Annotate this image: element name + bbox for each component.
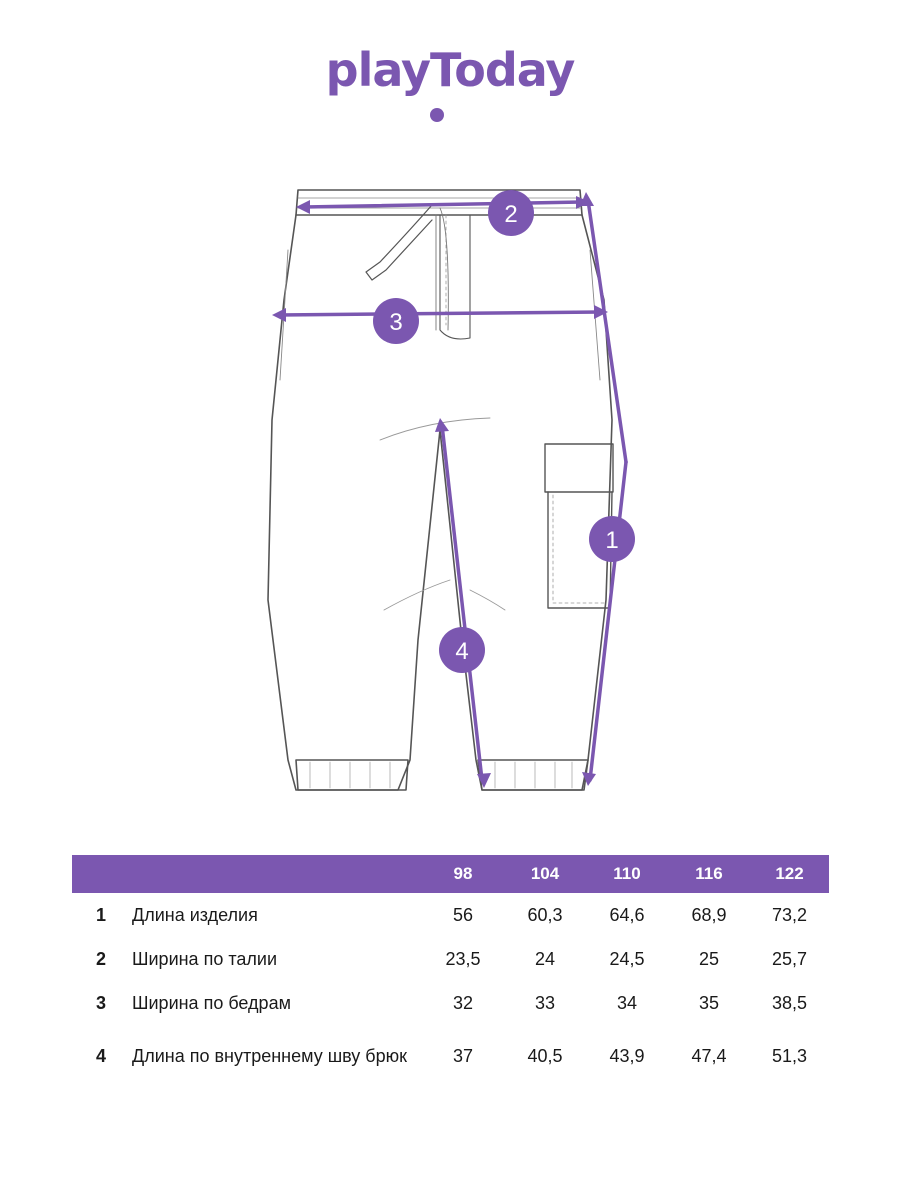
size-header: 110 bbox=[613, 864, 641, 883]
marker-2: 2 bbox=[488, 190, 534, 236]
row-number: 3 bbox=[96, 992, 107, 1013]
table-row: 1 Длина изделия 56 60,3 64,6 68,9 73,2 bbox=[72, 893, 829, 937]
row-label: Длина изделия bbox=[132, 905, 258, 925]
size-header: 98 bbox=[453, 864, 473, 883]
row-value: 68,9 bbox=[691, 904, 727, 925]
brand-logo: playToday bbox=[0, 40, 900, 130]
row-number: 2 bbox=[96, 948, 107, 969]
row-value: 64,6 bbox=[609, 904, 645, 925]
row-value: 73,2 bbox=[771, 904, 808, 925]
row-number: 4 bbox=[96, 1045, 107, 1066]
marker-4: 4 bbox=[439, 627, 485, 673]
row-value: 34 bbox=[616, 992, 638, 1013]
row-value: 37 bbox=[452, 1045, 474, 1066]
size-header: 122 bbox=[775, 864, 804, 883]
row-value: 35 bbox=[698, 992, 720, 1013]
marker-1-label: 1 bbox=[605, 527, 618, 554]
pants-sketch: 2 3 1 4 bbox=[267, 189, 635, 791]
table-row: 3 Ширина по бедрам 32 33 34 35 38,5 bbox=[72, 981, 829, 1025]
row-value: 32 bbox=[452, 992, 474, 1013]
row-value: 25,7 bbox=[771, 948, 808, 969]
row-value: 24 bbox=[534, 948, 556, 969]
row-label: Ширина по талии bbox=[132, 949, 277, 969]
row-value: 47,4 bbox=[691, 1045, 727, 1066]
size-header-row: 98 104 110 116 122 bbox=[72, 855, 829, 893]
row-label: Длина по внутреннему шву брюк bbox=[132, 1046, 408, 1066]
row-value: 25 bbox=[698, 948, 720, 969]
row-value: 23,5 bbox=[445, 948, 481, 969]
marker-3: 3 bbox=[373, 298, 419, 344]
row-value: 33 bbox=[534, 992, 556, 1013]
marker-4-label: 4 bbox=[455, 638, 468, 665]
row-value: 24,5 bbox=[609, 948, 645, 969]
row-value: 38,5 bbox=[771, 992, 808, 1013]
brand-logo-text: playToday bbox=[325, 43, 576, 97]
row-label: Ширина по бедрам bbox=[132, 993, 291, 1013]
size-header: 116 bbox=[695, 864, 723, 883]
row-value: 56 bbox=[452, 904, 474, 925]
row-value: 60,3 bbox=[527, 904, 563, 925]
marker-1: 1 bbox=[589, 516, 635, 562]
marker-3-label: 3 bbox=[389, 309, 402, 336]
size-header: 104 bbox=[530, 864, 560, 883]
size-table: 98 104 110 116 122 1 Длина изделия 56 60… bbox=[72, 855, 829, 1087]
row-value: 51,3 bbox=[771, 1045, 808, 1066]
table-row: 4 Длина по внутреннему шву брюк 37 40,5 … bbox=[72, 1025, 829, 1087]
row-value: 40,5 bbox=[527, 1045, 563, 1066]
row-value: 43,9 bbox=[609, 1045, 645, 1066]
marker-2-label: 2 bbox=[504, 201, 517, 228]
table-row: 2 Ширина по талии 23,5 24 24,5 25 25,7 bbox=[72, 937, 829, 981]
brand-logo-dot bbox=[430, 108, 444, 122]
row-number: 1 bbox=[96, 904, 107, 925]
